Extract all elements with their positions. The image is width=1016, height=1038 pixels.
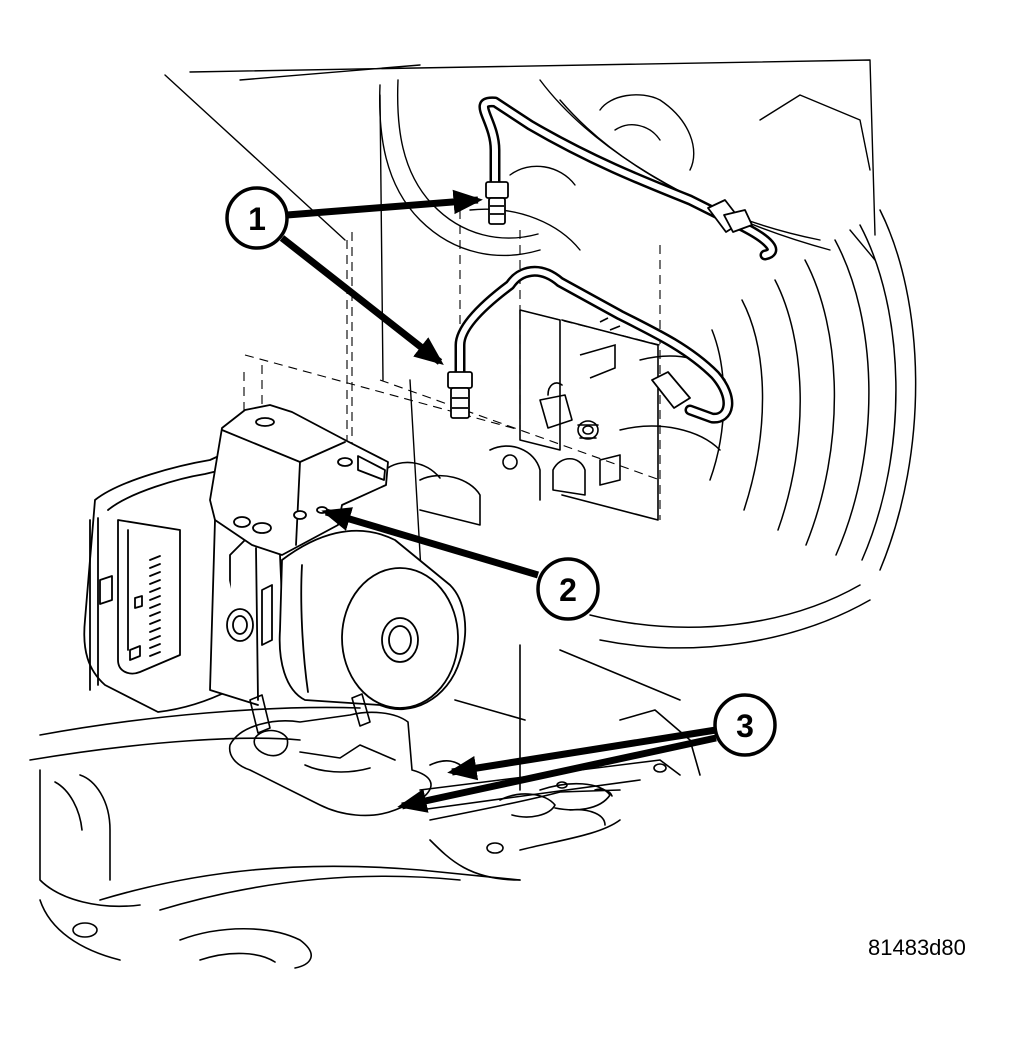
callout-1: 1 [225, 186, 289, 250]
brake-lines [454, 96, 778, 424]
figure-id: 81483d80 [868, 935, 966, 960]
leader-3-lower-nut [397, 734, 717, 813]
brake-booster-housing [589, 209, 917, 649]
callout-3: 3 [713, 693, 777, 757]
callout-leaders [279, 189, 717, 813]
abs-mounting-bracket [384, 309, 659, 526]
lower-mount-and-crossmember [29, 644, 701, 969]
callout-3-label: 3 [736, 708, 754, 744]
leader-3-upper-nut [447, 726, 717, 781]
callout-2-circle [536, 557, 600, 621]
line-retainer-clip [579, 317, 621, 379]
abs-module [83, 404, 467, 713]
brake-line-fittings [447, 181, 753, 419]
callout-2: 2 [536, 557, 600, 621]
leader-1-lower-fitting [279, 235, 444, 366]
callout-1-label: 1 [248, 201, 266, 237]
callout-1-circle [225, 186, 289, 250]
callout-2-label: 2 [559, 572, 577, 608]
callout-3-circle [713, 693, 777, 757]
leader-1-upper-fitting [286, 189, 483, 219]
leader-2-hcu [321, 507, 539, 579]
